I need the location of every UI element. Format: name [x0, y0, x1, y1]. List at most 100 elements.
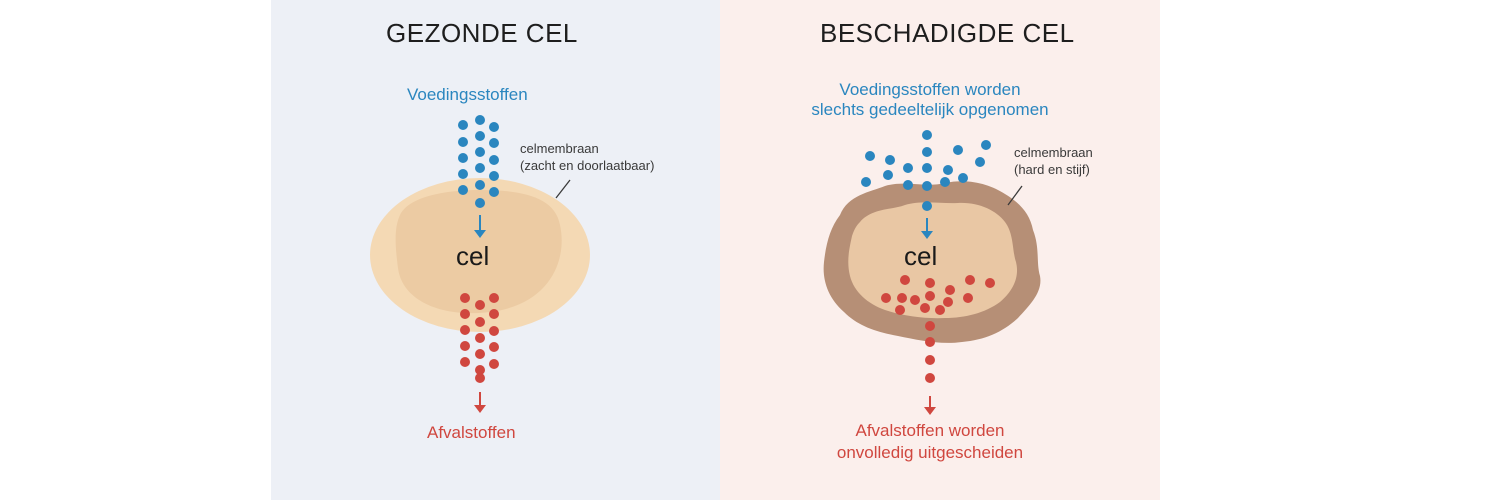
waste-dot	[965, 275, 975, 285]
damaged-cell-label: cel	[904, 241, 938, 271]
healthy-nutrient-dots	[458, 115, 499, 208]
damaged-nutrients-label-line1: Voedingsstoffen worden	[839, 80, 1021, 99]
healthy-cell	[370, 115, 590, 413]
damaged-nutrients-label: Voedingsstoffen worden slechts gedeeltel…	[780, 80, 1080, 120]
waste-dot	[925, 355, 935, 365]
waste-dot	[489, 342, 499, 352]
waste-dot	[925, 278, 935, 288]
waste-dot	[910, 295, 920, 305]
damaged-waste-label: Afvalstoffen worden onvolledig uitgesche…	[800, 420, 1060, 464]
nutrient-dot	[943, 165, 953, 175]
waste-dot	[963, 293, 973, 303]
nutrient-dot	[861, 177, 871, 187]
nutrient-dot	[922, 147, 932, 157]
waste-dot	[489, 359, 499, 369]
damaged-nutrient-dots	[861, 130, 991, 211]
nutrient-dot	[958, 173, 968, 183]
waste-dot	[460, 293, 470, 303]
healthy-cell-cytoplasm	[395, 190, 562, 314]
damaged-waste-label-line2: onvolledig uitgescheiden	[836, 443, 1024, 462]
nutrient-dot	[458, 137, 468, 147]
waste-dot	[460, 309, 470, 319]
waste-dot	[895, 305, 905, 315]
nutrient-dot	[953, 145, 963, 155]
waste-dot	[475, 333, 485, 343]
waste-dot	[985, 278, 995, 288]
healthy-waste-label: Afvalstoffen	[427, 423, 516, 442]
damaged-cell	[823, 130, 1041, 415]
nutrient-dot	[865, 151, 875, 161]
nutrient-dot	[475, 180, 485, 190]
nutrient-dot	[475, 115, 485, 125]
nutrient-dot	[922, 130, 932, 140]
damaged-nutrients-label-line2: slechts gedeeltelijk opgenomen	[811, 100, 1049, 119]
nutrient-dot	[489, 171, 499, 181]
waste-dot	[489, 293, 499, 303]
damaged-membrane-label: celmembraan (hard en stijf)	[1014, 144, 1093, 178]
nutrient-dot	[922, 163, 932, 173]
nutrient-dot	[922, 201, 932, 211]
nutrient-dot	[458, 169, 468, 179]
waste-dot	[920, 303, 930, 313]
nutrient-dot	[458, 120, 468, 130]
damaged-waste-label-line1: Afvalstoffen worden	[855, 421, 1005, 440]
waste-dot	[943, 297, 953, 307]
waste-dot	[945, 285, 955, 295]
healthy-nutrients-label: Voedingsstoffen	[407, 85, 528, 104]
waste-dot	[475, 365, 485, 375]
healthy-waste-dots	[460, 293, 499, 383]
waste-dot	[460, 357, 470, 367]
nutrient-dot	[489, 138, 499, 148]
nutrient-dot	[489, 155, 499, 165]
waste-dot	[897, 293, 907, 303]
damaged-nutrient-arrow-head	[921, 231, 933, 239]
waste-dot	[489, 309, 499, 319]
nutrient-dot	[489, 122, 499, 132]
waste-dot	[925, 337, 935, 347]
waste-dot	[925, 321, 935, 331]
waste-dot	[475, 373, 485, 383]
nutrient-dot	[475, 163, 485, 173]
healthy-cell-label: cel	[456, 241, 490, 271]
nutrient-dot	[903, 180, 913, 190]
healthy-membrane-label-line2: (zacht en doorlaatbaar)	[520, 158, 655, 173]
nutrient-dot	[885, 155, 895, 165]
damaged-membrane-pointer	[1007, 185, 1023, 206]
nutrient-dot	[458, 153, 468, 163]
waste-dot	[935, 305, 945, 315]
waste-dot	[900, 275, 910, 285]
healthy-waste-arrow-head	[474, 405, 486, 413]
healthy-title: GEZONDE CEL	[386, 18, 578, 48]
healthy-membrane-label-line1: celmembraan	[520, 141, 599, 156]
nutrient-dot	[475, 198, 485, 208]
damaged-title: BESCHADIGDE CEL	[820, 18, 1075, 48]
nutrient-dot	[489, 187, 499, 197]
damaged-cell-cytoplasm	[848, 202, 1018, 319]
waste-dot	[925, 373, 935, 383]
nutrient-dot	[903, 163, 913, 173]
waste-dot	[475, 317, 485, 327]
nutrient-dot	[475, 147, 485, 157]
nutrient-dot	[981, 140, 991, 150]
waste-dot	[475, 300, 485, 310]
waste-dot	[881, 293, 891, 303]
healthy-membrane-label: celmembraan (zacht en doorlaatbaar)	[520, 140, 654, 174]
healthy-nutrient-arrow-head	[474, 230, 486, 238]
damaged-membrane-label-line1: celmembraan	[1014, 145, 1093, 160]
waste-dot	[460, 341, 470, 351]
damaged-membrane-label-line2: (hard en stijf)	[1014, 162, 1090, 177]
damaged-waste-dots	[881, 275, 995, 383]
nutrient-dot	[475, 131, 485, 141]
nutrient-dot	[975, 157, 985, 167]
nutrient-dot	[922, 181, 932, 191]
nutrient-dot	[458, 185, 468, 195]
waste-dot	[460, 325, 470, 335]
waste-dot	[475, 349, 485, 359]
nutrient-dot	[883, 170, 893, 180]
waste-dot	[925, 291, 935, 301]
healthy-membrane-pointer	[555, 179, 571, 199]
nutrient-dot	[940, 177, 950, 187]
damaged-waste-arrow-head	[924, 407, 936, 415]
